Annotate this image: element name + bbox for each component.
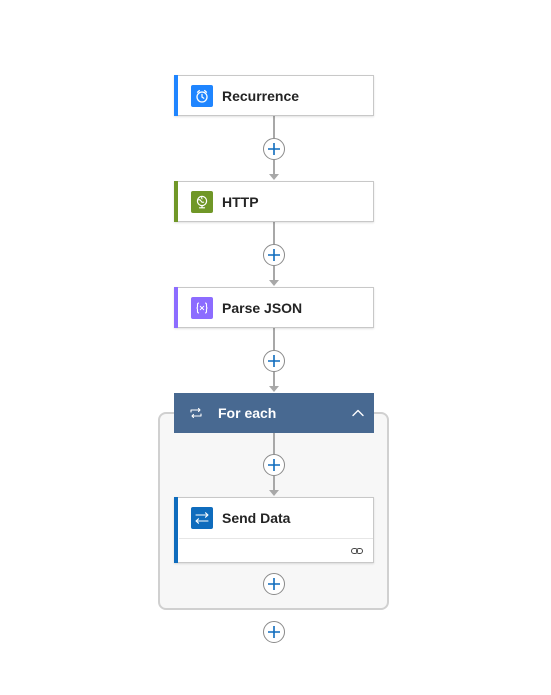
add-step-button[interactable]	[263, 350, 285, 372]
plus-icon	[268, 626, 280, 638]
card-accent	[174, 75, 178, 116]
http-action-card[interactable]: HTTP	[174, 181, 374, 222]
connector-arrow	[269, 280, 279, 286]
card-divider	[179, 538, 373, 539]
connector-arrow	[269, 174, 279, 180]
chevron-up-icon[interactable]	[346, 401, 370, 425]
plus-icon	[268, 578, 280, 590]
connector-line	[273, 476, 275, 490]
transfer-arrows-icon	[191, 507, 213, 529]
connector-line	[273, 266, 275, 280]
connector-arrow	[269, 490, 279, 496]
card-accent	[174, 181, 178, 222]
card-accent	[174, 497, 178, 563]
step-title: Parse JSON	[222, 300, 303, 316]
braces-icon	[191, 297, 213, 319]
add-step-button[interactable]	[263, 573, 285, 595]
link-icon[interactable]	[350, 544, 364, 558]
globe-icon	[191, 191, 213, 213]
connector-line	[273, 222, 275, 244]
add-step-button[interactable]	[263, 621, 285, 643]
alarm-clock-icon	[191, 85, 213, 107]
card-accent	[174, 287, 178, 328]
loop-icon	[190, 407, 202, 419]
plus-icon	[268, 459, 280, 471]
recurrence-action-card[interactable]: Recurrence	[174, 75, 374, 116]
plus-icon	[268, 143, 280, 155]
connector-line	[273, 160, 275, 174]
step-title: Send Data	[222, 510, 291, 526]
connector-line	[273, 433, 275, 454]
parse-json-action-card[interactable]: Parse JSON	[174, 287, 374, 328]
step-title: Recurrence	[222, 88, 300, 104]
connector-line	[273, 328, 275, 350]
send-data-action-card[interactable]: Send Data	[174, 497, 374, 563]
add-step-button[interactable]	[263, 244, 285, 266]
foreach-header[interactable]: For each	[174, 393, 374, 433]
connector-arrow	[269, 386, 279, 392]
plus-icon	[268, 249, 280, 261]
step-title: HTTP	[222, 194, 259, 210]
foreach-title: For each	[218, 405, 277, 421]
connector-line	[273, 116, 275, 138]
plus-icon	[268, 355, 280, 367]
connector-line	[273, 372, 275, 386]
add-step-button[interactable]	[263, 138, 285, 160]
add-step-button[interactable]	[263, 454, 285, 476]
